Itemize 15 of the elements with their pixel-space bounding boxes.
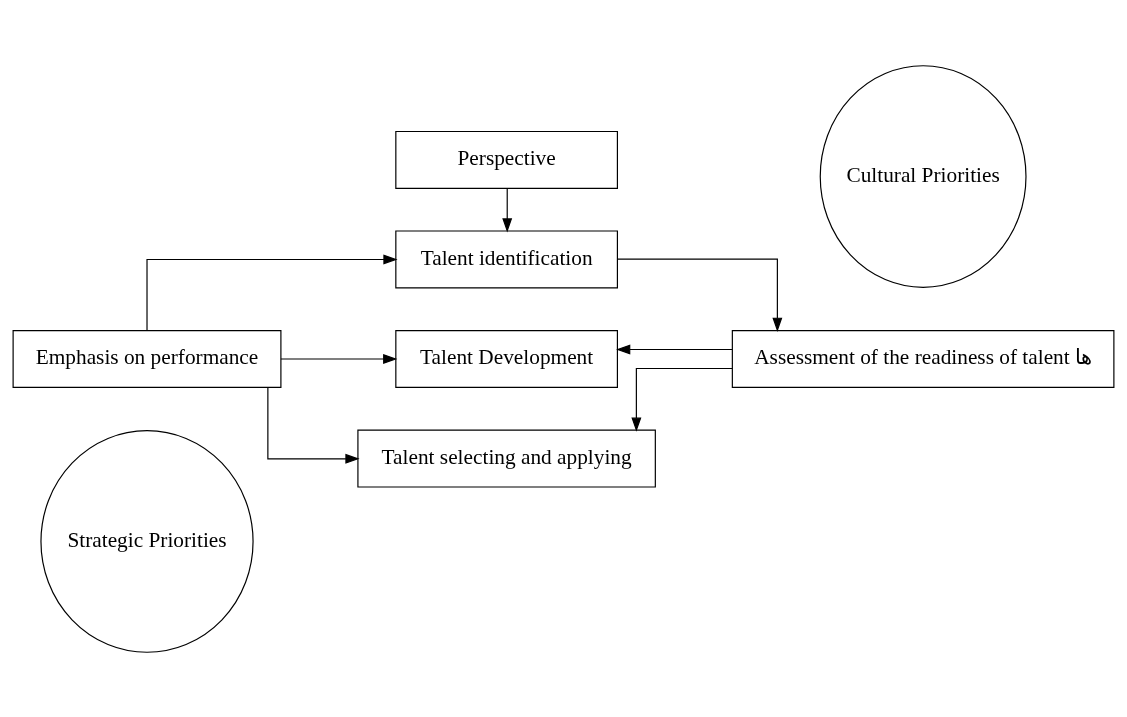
node-box: Emphasis on performance <box>12 329 282 388</box>
node-box: Talent Development <box>395 329 618 388</box>
arrow <box>616 258 783 332</box>
node-box: Assessment of the readiness of talent ها <box>731 329 1115 388</box>
arrow <box>631 367 733 432</box>
node-box: Talent identification <box>395 229 618 288</box>
node-box: Perspective <box>395 130 618 189</box>
arrow <box>146 254 398 331</box>
arrow <box>616 344 733 354</box>
arrow <box>267 386 360 464</box>
node-circle: Strategic Priorities <box>40 429 254 653</box>
arrow <box>502 187 513 233</box>
node-circle: Cultural Priorities <box>819 64 1027 288</box>
arrow <box>280 353 398 364</box>
node-box: Talent selecting and applying <box>357 429 656 488</box>
